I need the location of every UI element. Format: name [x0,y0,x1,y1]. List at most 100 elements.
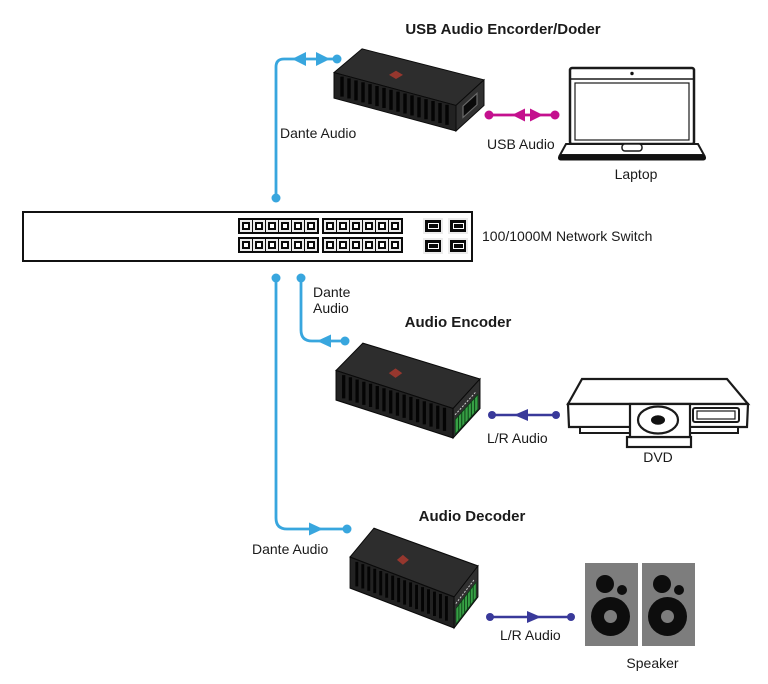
ethernet-port [350,220,362,232]
ethernet-port [363,220,375,232]
woofer-icon [648,597,687,636]
speaker-right-icon [642,563,695,646]
ethernet-port [305,239,317,251]
terminal-dividers [458,398,476,431]
lr-link-decoder [486,611,575,623]
port-row [322,218,403,234]
laptop-label: Laptop [614,166,658,182]
arrow-right-icon [316,52,330,66]
port-row [238,218,319,234]
link-dot [340,336,350,346]
speaker-left-icon [585,563,638,646]
dante-link-decoder [271,273,352,536]
usb-codec-device-icon [332,47,486,133]
dvd-label: DVD [643,449,673,465]
port-row [238,237,319,253]
link-dot [552,411,560,419]
port-block-2 [322,218,403,253]
speaker-label: Speaker [626,655,679,671]
webcam-icon [630,71,634,76]
arrow-left-icon [292,52,306,66]
usb-port-icon [462,92,478,119]
lr-audio-label-encoder: L/R Audio [487,430,548,446]
ethernet-port [266,239,278,251]
audio-decoder-device-icon [348,526,480,630]
ethernet-port [240,239,252,251]
tweeter-icon [596,575,614,593]
link-dot [296,273,306,283]
ethernet-port [337,220,349,232]
link-dot [271,193,281,203]
ethernet-port [253,239,265,251]
link-dot [271,273,281,283]
uplink-port [448,218,468,234]
uplink-port [423,238,443,254]
usb-audio-label: USB Audio [487,136,555,152]
port-block-1 [238,218,319,253]
ethernet-port [350,239,362,251]
dante-audio-label-decoder: Dante Audio [252,541,329,557]
lr-audio-label-decoder: L/R Audio [500,627,561,643]
ethernet-port [376,220,388,232]
ethernet-port [292,239,304,251]
lr-link-encoder [488,409,560,421]
link-dot [342,524,352,534]
link-dot [486,613,494,621]
terminal-dividers [458,586,474,621]
switch-label: 100/1000M Network Switch [482,228,653,244]
dante-top-line [274,57,339,200]
dante-audio-label-top: Dante Audio [280,125,357,141]
panel-text-icon [455,578,475,605]
arrow-right-icon [530,108,543,122]
dante-link-top [271,52,342,203]
dante-encoder-line [299,276,347,343]
terminal-block-icon [455,581,477,626]
arrow-left-icon [317,334,331,348]
ethernet-port [389,220,401,232]
ethernet-port [292,220,304,232]
usb-codec-title: USB Audio Encorder/Doder [405,21,601,38]
link-dot [484,110,494,120]
arrow-right-icon [527,611,541,623]
port-row [322,237,403,253]
ethernet-port [279,220,291,232]
link-dot [332,54,342,64]
uplink-port-group [423,218,468,254]
laptop-icon [558,66,706,161]
ethernet-port [279,239,291,251]
panel-text-icon [454,391,477,416]
network-switch [22,211,473,262]
decoder-title: Audio Decoder [418,508,526,525]
small-driver-icon [617,585,627,595]
link-dot [488,411,496,419]
ethernet-port [266,220,278,232]
audio-encoder-device-icon [334,341,482,440]
dvd-player-icon [566,377,751,449]
terminal-block-icon [454,393,479,436]
dante-audio-label-encoder: Dante Audio [313,284,351,316]
small-driver-icon [674,585,684,595]
usb-link [484,108,560,122]
arrow-left-icon [512,108,525,122]
ethernet-port [305,220,317,232]
ethernet-port [253,220,265,232]
uplink-port [423,218,443,234]
ethernet-port [240,220,252,232]
ethernet-port [363,239,375,251]
ethernet-port [324,239,336,251]
ethernet-port [389,239,401,251]
tweeter-icon [653,575,671,593]
encoder-title: Audio Encoder [404,314,512,331]
woofer-icon [591,597,630,636]
arrow-right-icon [309,522,323,536]
arrow-left-icon [514,409,528,421]
front-panel-icon [692,407,740,423]
ethernet-port [324,220,336,232]
dante-link-encoder [296,273,350,348]
link-dot [550,110,560,120]
link-dot [567,613,575,621]
ethernet-port [376,239,388,251]
ethernet-port [337,239,349,251]
